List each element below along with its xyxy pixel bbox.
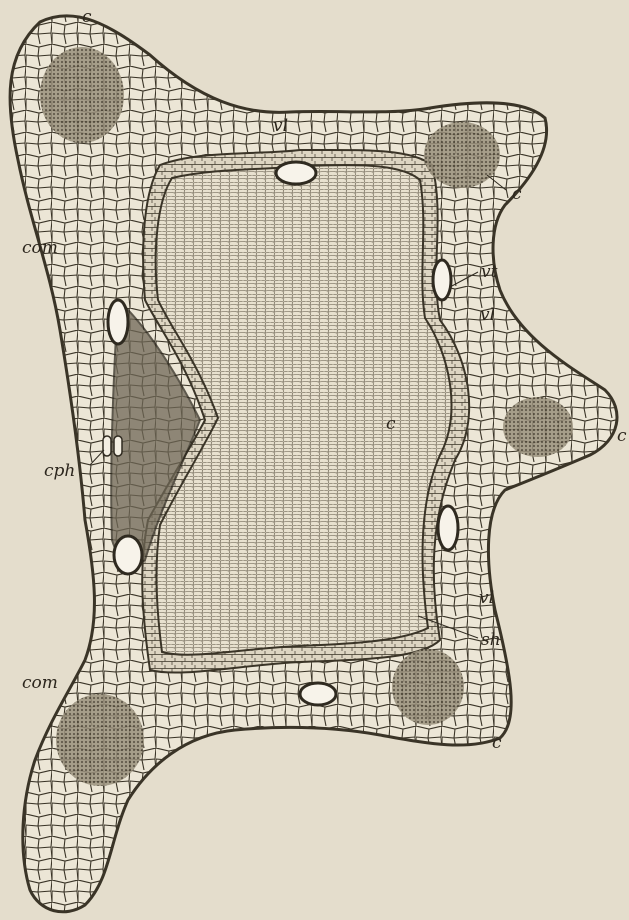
canal-top: [276, 162, 316, 184]
label-vl-right: vl: [480, 305, 495, 325]
canal-bottom: [300, 683, 336, 705]
label-vt: vt: [481, 262, 498, 282]
strand-right: [503, 397, 573, 457]
label-cph: cph: [44, 461, 75, 481]
canal-left-lower: [114, 536, 142, 574]
label-c-bottom: c: [492, 733, 502, 753]
label-com-upper: com: [22, 238, 58, 258]
strand-upper-right: [424, 122, 500, 188]
label-c-upper-right: c: [512, 184, 522, 204]
label-vl-lower-right: vl: [479, 588, 494, 608]
label-vl-top: vl: [273, 116, 288, 136]
cph-cell-a: [103, 436, 111, 456]
label-com-lower: com: [22, 673, 58, 693]
canal-right: [433, 260, 451, 300]
cph-cell-b: [114, 436, 122, 456]
canal-left-upper: [108, 300, 128, 344]
label-sh: sh: [481, 630, 501, 650]
canal-lower-right: [438, 506, 458, 550]
strand-lower-right: [392, 649, 464, 725]
strand-upper-left: [40, 47, 124, 143]
strand-lower-left: [56, 694, 144, 786]
label-c-center: c: [386, 414, 396, 434]
label-c-top: c: [82, 7, 92, 27]
label-c-right-edge: c: [617, 426, 627, 446]
